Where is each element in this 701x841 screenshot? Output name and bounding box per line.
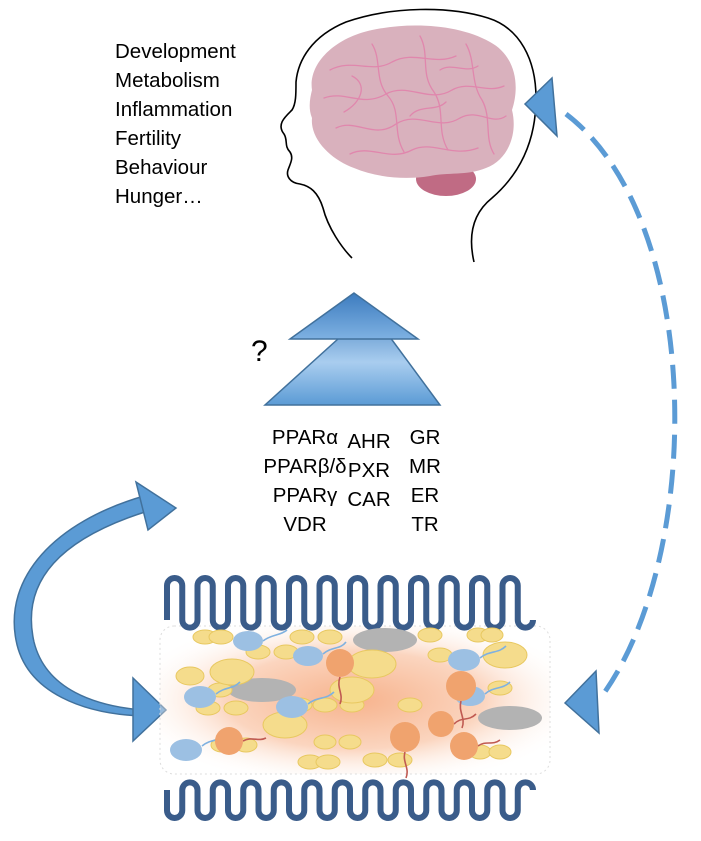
bacterium-yellow bbox=[338, 734, 362, 750]
bacterium-blue bbox=[293, 646, 323, 666]
bacterium-yellow bbox=[317, 629, 343, 645]
bacterium-orange bbox=[446, 671, 476, 701]
dashed-arrow-head-top bbox=[523, 76, 558, 138]
receptor-ppar-gamma: PPARγ bbox=[272, 484, 338, 507]
bacterium-orange bbox=[390, 722, 420, 752]
bacterium-flagellum bbox=[403, 751, 408, 779]
bacterium-flagellum bbox=[479, 645, 507, 659]
bacterium-grey bbox=[353, 628, 417, 652]
brain bbox=[309, 25, 516, 178]
left-arrow-head-top bbox=[134, 480, 178, 532]
bacterium-orange bbox=[215, 727, 243, 755]
bacterium-flagellum bbox=[322, 641, 347, 655]
bacterium-yellow bbox=[480, 627, 504, 643]
function-behaviour: Behaviour bbox=[115, 156, 208, 179]
up-arrow-triangle-top bbox=[287, 292, 421, 340]
receptor-tr: TR bbox=[411, 513, 439, 536]
up-arrow-triangle-bottom bbox=[263, 308, 442, 406]
bacterium-blue bbox=[233, 631, 263, 651]
bacterium-yellow bbox=[397, 697, 423, 713]
left-arrow-head-bottom bbox=[132, 676, 168, 743]
bacterium-blue bbox=[448, 649, 480, 671]
receptor-column-1: PPARα PPARβ/δ PPARγ VDR bbox=[240, 423, 370, 539]
receptor-ppar-beta-delta: PPARβ/δ bbox=[263, 455, 347, 478]
bacterium-flagellum bbox=[242, 737, 267, 742]
bacterium-yellow bbox=[175, 666, 205, 686]
bacterium-yellow-large bbox=[329, 676, 375, 704]
bacterium-flagellum bbox=[484, 681, 511, 695]
bacterium-yellow bbox=[488, 744, 512, 760]
bacterium-yellow bbox=[362, 752, 388, 768]
bacterium-flagellum bbox=[459, 700, 464, 729]
bacterium-orange bbox=[450, 732, 478, 760]
bacterium-grey bbox=[478, 706, 542, 730]
bacterium-yellow bbox=[417, 627, 443, 643]
receptor-car: CAR bbox=[347, 488, 391, 511]
receptor-pxr: PXR bbox=[347, 459, 391, 482]
bacterium-yellow bbox=[315, 754, 341, 770]
bacterium-flagellum bbox=[307, 691, 335, 705]
bacterium-yellow bbox=[289, 629, 315, 645]
bacterium-yellow-large bbox=[482, 641, 528, 669]
function-fertility: Fertility bbox=[115, 127, 182, 150]
bacterium-orange bbox=[326, 649, 354, 677]
bacterium-yellow bbox=[387, 752, 413, 768]
receptor-gr: GR bbox=[409, 426, 441, 449]
bacterium-yellow bbox=[312, 697, 338, 713]
receptor-er: ER bbox=[410, 484, 440, 507]
brain-folds bbox=[323, 35, 507, 155]
receptor-column-3: GR MR ER TR bbox=[392, 423, 458, 539]
gut-bacteria bbox=[170, 627, 542, 779]
bacterium-yellow-large bbox=[209, 658, 255, 686]
villi-bottom bbox=[164, 779, 536, 821]
function-metabolism: Metabolism bbox=[115, 69, 220, 92]
bacterium-blue bbox=[170, 739, 202, 761]
receptor-column-2: AHR PXR CAR bbox=[336, 427, 402, 514]
receptor-ppar-alpha: PPARα bbox=[271, 426, 339, 449]
receptor-mr: MR bbox=[409, 455, 441, 478]
bacterium-yellow bbox=[208, 629, 234, 645]
function-list: Development Metabolism Inflammation Fert… bbox=[115, 37, 236, 211]
bacterium-yellow bbox=[223, 700, 249, 716]
bacterium-flagellum bbox=[215, 681, 241, 695]
bacterium-flagellum bbox=[477, 739, 501, 747]
villi-top bbox=[164, 575, 536, 631]
receptor-ahr: AHR bbox=[347, 430, 391, 453]
bacterium-grey bbox=[228, 678, 296, 702]
bacterium-flagellum bbox=[453, 713, 477, 725]
bacterium-flagellum bbox=[338, 676, 342, 705]
dashed-feedback-arrow bbox=[564, 112, 678, 702]
function-development: Development bbox=[115, 40, 236, 63]
bacterium-orange bbox=[428, 711, 454, 737]
bacterium-flagellum bbox=[262, 629, 288, 642]
bacterium-blue bbox=[276, 696, 308, 718]
left-curved-arrow-body bbox=[13, 495, 149, 717]
dashed-arrow-head-bottom bbox=[563, 669, 600, 735]
question-mark: ? bbox=[251, 335, 268, 368]
bacterium-yellow bbox=[313, 734, 337, 750]
function-hunger: Hunger… bbox=[115, 185, 203, 208]
bacterium-yellow-large bbox=[347, 649, 397, 679]
bacterium-blue bbox=[184, 686, 216, 708]
receptor-vdr: VDR bbox=[283, 513, 327, 536]
function-inflammation: Inflammation bbox=[115, 98, 233, 121]
intestinal-villi bbox=[164, 575, 536, 821]
